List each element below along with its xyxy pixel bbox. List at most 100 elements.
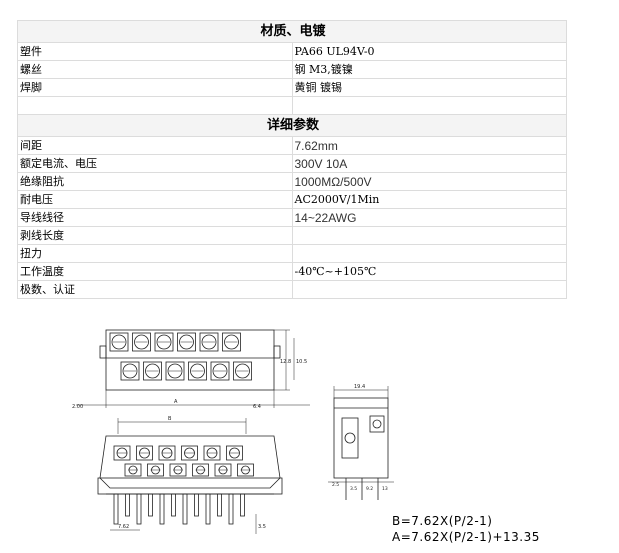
dim-label: 2.00	[72, 404, 83, 410]
terminal-row	[124, 463, 254, 477]
dim-label: 6.4	[253, 404, 261, 410]
dim-label: B	[168, 416, 172, 422]
screw-icon	[190, 363, 205, 379]
terminal-cell	[222, 332, 241, 352]
pin	[113, 493, 119, 525]
table-row: 间距 7.62mm	[17, 136, 567, 155]
row-label: 极数、认证	[17, 280, 293, 299]
row-label: 螺丝	[17, 60, 293, 79]
row-label: 塑件	[17, 42, 293, 61]
dim-label: 9.2	[366, 486, 373, 492]
row-value: 钢 M3,镀镍	[291, 60, 567, 79]
row-label: 耐电压	[17, 190, 293, 209]
screw-icon	[145, 363, 160, 379]
row-value: PA66 UL94V-0	[291, 42, 567, 61]
screw-icon	[122, 363, 138, 379]
screw-icon	[235, 363, 250, 379]
table-row: 扭力	[17, 244, 567, 263]
table-row-empty	[17, 96, 567, 115]
table-row: 螺丝 钢 M3,镀镍	[17, 60, 567, 79]
formula-b: B=7.62X(P/2-1)	[392, 514, 493, 528]
row-label	[17, 96, 293, 115]
dim-label: 13	[382, 486, 388, 492]
row-label: 间距	[17, 136, 293, 155]
table-row: 绝缘阻抗 1000MΩ/500V	[17, 172, 567, 191]
section-title: 详细参数	[17, 114, 567, 137]
row-value	[291, 280, 567, 299]
terminal-cell	[147, 463, 164, 477]
dim-label: 3.5	[350, 486, 357, 492]
dim-label: 10.5	[296, 359, 307, 365]
terminal-cell	[192, 463, 209, 477]
row-label: 工作温度	[17, 262, 293, 281]
table-row: 剥线长度	[17, 226, 567, 245]
terminal-cell	[177, 332, 196, 352]
pin	[125, 493, 130, 517]
terminal-cell	[203, 445, 221, 461]
dim-label: 12.8	[280, 359, 291, 365]
table-row: 塑件 PA66 UL94V-0	[17, 42, 567, 61]
dim-label: 19.4	[354, 384, 365, 390]
terminal-cell	[113, 445, 131, 461]
terminal-cell	[109, 332, 129, 352]
row-value: 1000MΩ/500V	[291, 172, 567, 191]
table-row: 极数、认证	[17, 280, 567, 299]
terminal-cell	[136, 445, 153, 461]
row-value	[291, 226, 567, 245]
terminal-cell	[237, 463, 254, 477]
terminal-row	[109, 332, 241, 352]
pin	[159, 493, 165, 525]
terminal-row	[120, 361, 252, 381]
pin	[171, 493, 176, 517]
terminal-cell	[169, 463, 187, 477]
screw-icon	[134, 334, 149, 350]
row-value: -40℃~+105℃	[291, 262, 567, 281]
terminal-cell	[143, 361, 162, 381]
pin	[205, 493, 211, 525]
spec-table: 材质、电镀 塑件 PA66 UL94V-0 螺丝 钢 M3,镀镍 焊脚 黄铜 镀…	[17, 20, 567, 299]
terminal-row	[113, 445, 243, 461]
row-value	[291, 96, 567, 115]
table-row: 工作温度 -40℃~+105℃	[17, 262, 567, 281]
screw-icon	[179, 334, 194, 350]
terminal-cell	[165, 361, 185, 381]
pin	[217, 493, 222, 517]
front-view	[97, 418, 283, 534]
screw-icon	[156, 334, 172, 350]
table-row: 焊脚 黄铜 镀锡	[17, 78, 567, 97]
screw-icon	[167, 363, 183, 379]
row-label: 绝缘阻抗	[17, 172, 293, 191]
terminal-cell	[199, 332, 219, 352]
row-value: 黄铜 镀锡	[291, 78, 567, 97]
row-value: 14~22AWG	[291, 208, 567, 227]
table-row: 耐电压 AC2000V/1Min	[17, 190, 567, 209]
dim-label: 7.62	[118, 524, 129, 530]
top-view	[76, 329, 310, 408]
section-header-material: 材质、电镀	[17, 20, 567, 43]
table-row: 导线线径 14~22AWG	[17, 208, 567, 227]
terminal-cell	[233, 361, 252, 381]
side-view	[328, 386, 394, 500]
terminal-cell	[181, 445, 198, 461]
terminal-cell	[154, 332, 174, 352]
screw-icon	[201, 334, 217, 350]
terminal-cell	[210, 361, 230, 381]
screw-icon	[224, 334, 239, 350]
screw-icon	[111, 334, 127, 350]
pin	[228, 493, 234, 525]
terminal-cell	[132, 332, 151, 352]
row-label: 扭力	[17, 244, 293, 263]
dim-label: 2.5	[332, 482, 339, 488]
technical-drawing: 2.00 A 6.4 12.8 10.5 B 7.62 3.5 19.4 2.5	[72, 329, 394, 534]
row-value	[291, 244, 567, 263]
pin-row	[113, 493, 245, 525]
terminal-cell	[188, 361, 207, 381]
terminal-cell	[158, 445, 176, 461]
pin	[148, 493, 153, 517]
row-value: 7.62mm	[291, 136, 567, 155]
section-title: 材质、电镀	[17, 20, 567, 43]
row-label: 额定电流、电压	[17, 154, 293, 173]
terminal-cell	[226, 445, 243, 461]
formula-a: A=7.62X(P/2-1)+13.35	[392, 530, 540, 544]
section-header-params: 详细参数	[17, 114, 567, 137]
